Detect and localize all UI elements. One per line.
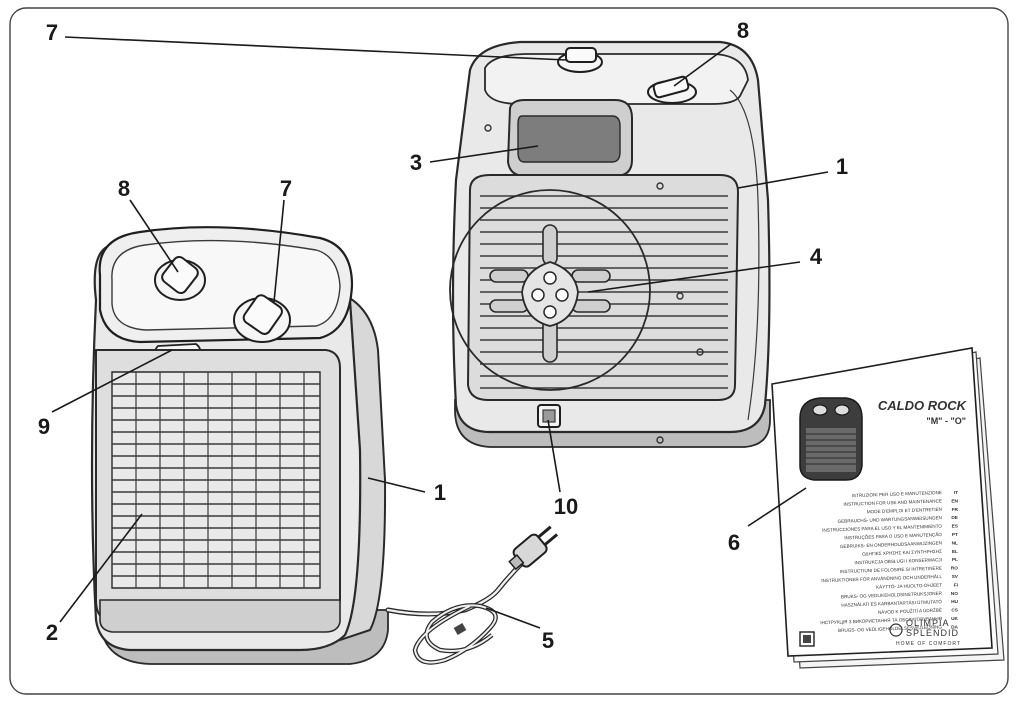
manual-language-line: MODE D'EMPLOI ET D'ENTRETIEN [867,507,942,515]
manual-language-code: PL [952,557,958,563]
manual-language-code: UK [951,616,958,622]
rear-fan-blades [489,224,611,363]
power-cord [385,525,559,665]
brand-tagline: HOME OF COMFORT [896,641,961,647]
callout-back-3: 3 [410,150,422,175]
front-knob-8 [154,255,206,301]
brand-name-line2: SPLENDID [906,628,959,638]
rear-fan-guard [449,189,651,391]
manual-language-code: HU [951,599,958,605]
rear-fan-hub [521,261,579,327]
callout-front-1: 1 [434,480,446,505]
rear-side-edge [729,89,760,421]
manual-language-line: INSTRUKTIONER FÖR ANVÄNDNING OCH UNDERHÅ… [821,573,942,583]
callout-front-9: 9 [38,414,50,439]
front-knob-7 [233,294,291,343]
manual-language-code: ES [952,524,959,530]
manual-language-line: ISTRUZIONI PER USO E MANUTENZIONE [852,490,942,498]
brand-name-line1: OLIMPIA [906,618,950,628]
front-grille-vertical [135,372,305,588]
instruction-manual: CALDO ROCK "M" - "O" ISTRUZIONI PER USO … [771,347,1005,669]
manual-language-line: INSTRUCTIUNI DE FOLOSIRE SI INTRETINERE [840,566,942,575]
manual-language-line: ІНСТРУКЦІЯ З ВИКОРИСТАННЯ ТА ОБСЛУГОВУВА… [820,616,942,625]
manual-language-line: HASZNÁLATI ÉS KARBANTARTÁSI ÚTMUTATÓ [841,598,942,608]
heater-rear-view [449,40,771,448]
manual-language-code: NO [951,591,958,597]
callout-numbers: 7 8 3 1 4 10 8 7 9 1 2 5 6 [38,18,848,653]
callout-cord-5: 5 [542,628,554,653]
manual-heater-image [799,397,863,481]
manual-language-line: INSTRUKCJA OBSŁUGI I KONSERWACJI [854,557,942,565]
manual-language-code: IT [954,490,958,496]
callout-back-4: 4 [810,244,823,269]
front-grille-slats [112,383,320,577]
callout-back-1: 1 [836,154,848,179]
callout-front-7: 7 [280,176,292,201]
manual-language-code: PT [952,532,958,538]
manual-language-line: GEBRUIKS- EN ONDERHOUDSAANWIJZINGEN [840,540,942,549]
manual-subtitle: "M" - "O" [926,416,966,426]
callout-back-10: 10 [554,494,578,519]
manual-language-code: FR [952,507,959,513]
callout-manual-6: 6 [728,530,740,555]
manual-language-code: EN [951,498,958,504]
manual-language-line: KÄYTTÖ- JA HUOLTO-OHJEET [876,581,942,589]
rear-knob-7 [557,47,603,73]
manual-language-code: RO [951,566,958,572]
manual-brand-logo: OLIMPIA SPLENDID HOME OF COMFORT [889,618,961,647]
leader-lines [51,36,829,629]
manual-language-line: GEBRAUCHS- UND WARTUNGSANWEISUNGEN [838,515,943,524]
manual-language-line: BRUKS- OG VEDLIKEHOLDSINSTRUKSJONER [841,591,943,600]
manual-language-code: DE [951,515,958,521]
manual-language-line: INSTRUÇÕES PARA O USO E MANUTENÇÃO [844,531,942,540]
callout-back-8: 8 [737,18,749,43]
manual-language-code: DA [951,624,958,630]
manual-language-code: NL [952,540,958,546]
manual-language-code: CS [951,608,958,614]
manual-language-line: ΟΔΗΓΙΕΣ ΧΡΗΣΗΣ ΚΑΙ ΣΥΝΤΗΡΗΣΗΣ [862,549,942,557]
rear-handle-opening [517,115,621,163]
callout-back-7: 7 [46,20,58,45]
manual-language-code: FI [954,582,959,588]
manual-language-code: EL [952,549,958,555]
heater-front-view [90,226,389,665]
callout-front-8: 8 [118,176,130,201]
manual-language-line: INSTRUCTION FOR USE AND MAINTENANCE [843,498,942,506]
manual-language-code: SV [952,574,959,580]
manual-language-line: NÁVOD K POUŽITÍ A ÚDRŽBĚ [878,606,942,615]
manual-title: CALDO ROCK [878,398,968,413]
callout-front-2: 2 [46,620,58,645]
manual-language-line: INSTRUCCIONES PARA EL USO Y EL MANTENIMI… [822,524,942,533]
